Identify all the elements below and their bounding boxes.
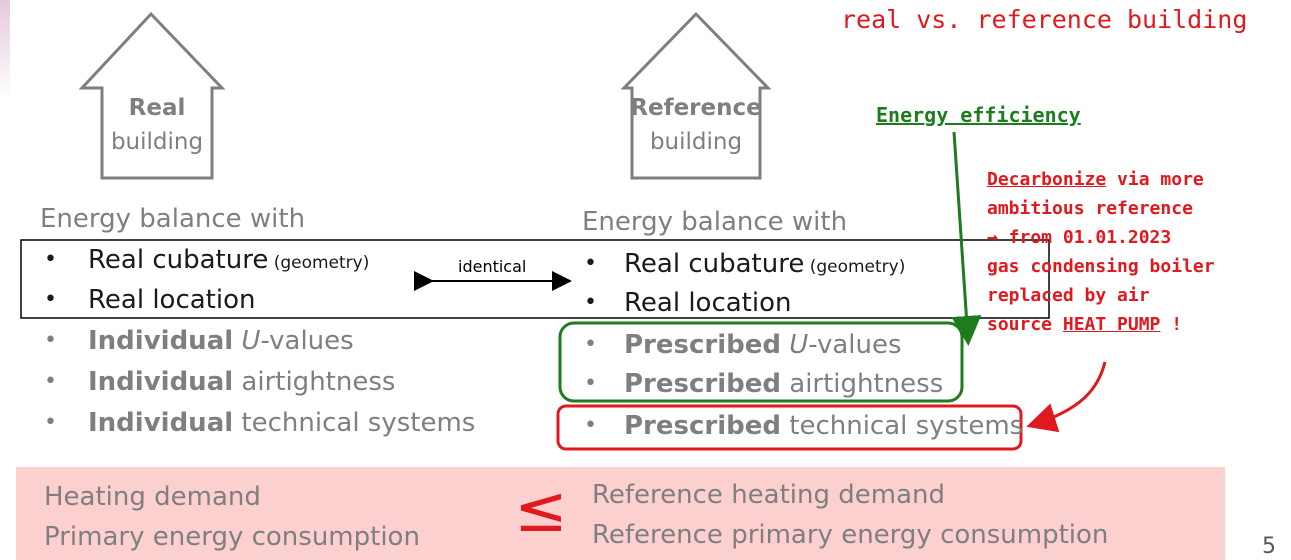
right-item-systems: Prescribed technical systems [624,411,1024,441]
page-number: 5 [1262,534,1276,559]
decarb-line: Decarbonize via more [987,169,1204,190]
reference-heating-demand: Reference heating demand [592,480,946,510]
prescribed-red-box [556,404,1023,451]
decarbonize-note: Decarbonize via more ambitious reference… [987,165,1215,339]
left-item-cubature: Real cubature (geometry) [88,245,370,275]
left-item-airtightness: Individual airtightness [88,367,396,397]
reference-primary-energy: Reference primary energy consumption [592,520,1109,550]
bullet: • [44,287,57,312]
bullet: • [584,290,597,315]
comparison-band [16,467,1225,560]
real-house-label: Real building [110,95,204,155]
left-heading: Energy balance with [40,204,306,234]
energy-efficiency-arrow [951,131,982,346]
decarb-line: source HEAT PUMP ! [987,314,1183,335]
right-item-airtightness: Prescribed airtightness [624,369,944,399]
bullet: • [44,410,57,435]
bullet: • [584,371,597,396]
bullet: • [584,332,597,357]
identical-label: identical [458,257,527,276]
bullet: • [44,247,57,272]
energy-efficiency-note: Energy efficiency [876,103,1081,127]
primary-energy: Primary energy consumption [44,522,420,552]
right-item-location: Real location [624,288,792,318]
bullet: • [584,251,597,276]
prescribed-green-box [558,321,964,403]
left-item-systems: Individual technical systems [88,408,476,438]
decarb-line: → from 01.01.2023 [987,227,1172,248]
slide-title: real vs. reference building [841,5,1248,34]
reference-house-outline [620,11,772,180]
slide-edge-tint [0,0,10,100]
heating-demand: Heating demand [44,482,261,512]
decarb-line: gas condensing boiler [987,256,1215,277]
real-house-outline [78,11,226,180]
decarb-line: replaced by air [987,285,1150,306]
bullet: • [584,413,597,438]
less-or-equal-symbol: ≤ [514,473,568,547]
left-item-uvalues: Individual U-values [88,326,354,356]
identical-box [20,239,1050,319]
reference-house-label: Reference building [630,95,762,155]
bullet: • [44,369,57,394]
heat-pump-arrow [1026,361,1107,433]
right-item-cubature: Real cubature (geometry) [624,249,906,279]
bullet: • [44,328,57,353]
right-item-uvalues: Prescribed U-values [624,330,902,360]
right-heading: Energy balance with [582,207,848,237]
decarb-line: ambitious reference [987,198,1193,219]
left-item-location: Real location [88,285,256,315]
